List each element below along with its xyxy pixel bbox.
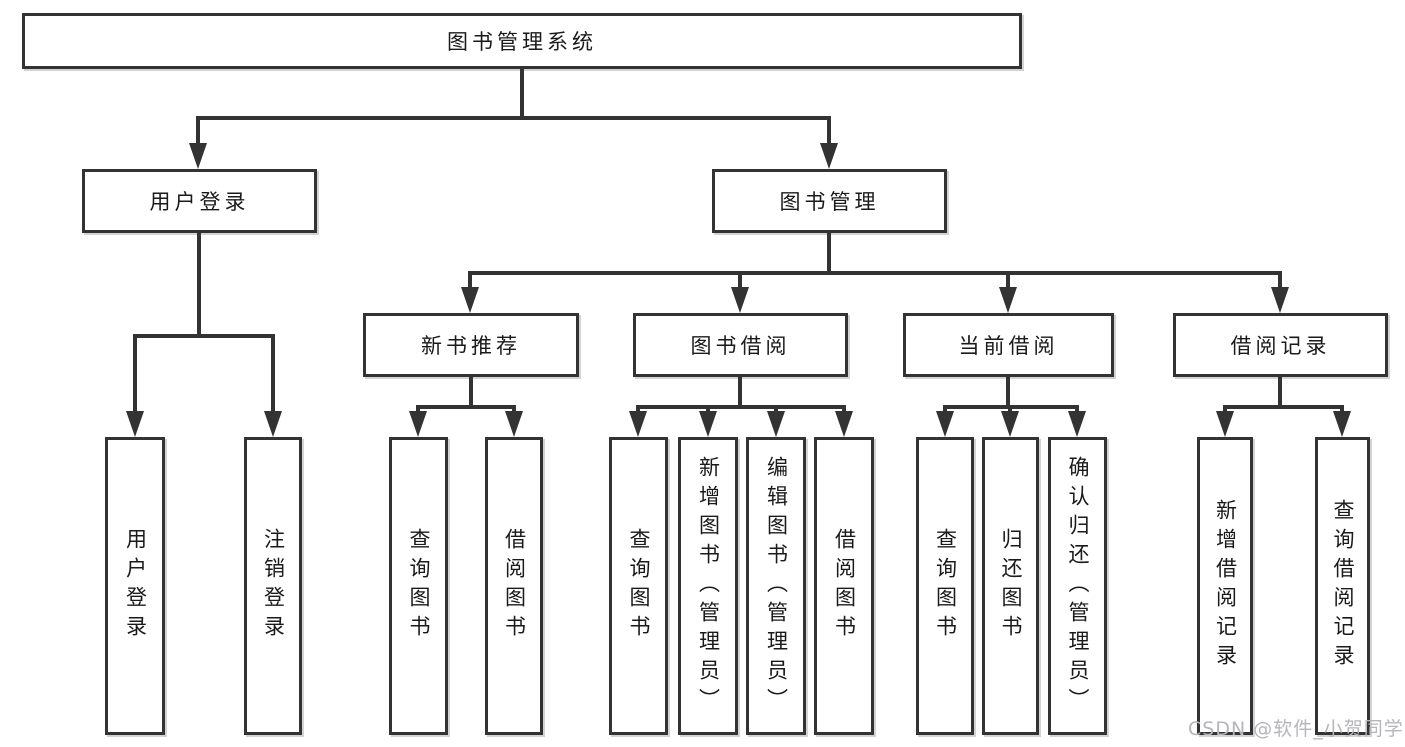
connector-line [636,405,640,414]
connector-line [196,116,831,120]
leaf-add-borrow-record: 新增借阅记录 [1197,437,1253,735]
connector-line [1006,271,1010,290]
arrowhead-down-icon [1333,411,1351,437]
arrowhead-down-icon [264,411,282,437]
leaf-borrow-books-borrowing: 借阅图书 [814,437,874,735]
arrowhead-down-icon [461,287,479,313]
arrowhead-down-icon [189,143,207,169]
connector-line [416,405,516,409]
connector-line [468,271,1282,275]
leaf-confirm-return-admin: 确认归还（管理员） [1048,437,1107,735]
arrowhead-down-icon [699,411,717,437]
arrowhead-down-icon [505,411,523,437]
connector-line [842,405,846,414]
leaf-logout: 注销登录 [244,437,302,735]
connector-line [738,375,742,408]
connector-line [738,271,742,290]
arrowhead-down-icon [820,143,838,169]
arrowhead-down-icon [1068,411,1086,437]
node-book-borrowing: 图书借阅 [633,313,848,377]
connector-line [706,405,710,414]
connector-line [520,66,524,119]
leaf-add-book-admin: 新增图书（管理员） [678,437,738,735]
connector-line [827,231,831,275]
leaf-user-login: 用户登录 [105,437,165,735]
arrowhead-down-icon [936,411,954,437]
arrowhead-down-icon [409,411,427,437]
connector-line [636,405,846,409]
node-borrowing-records: 借阅记录 [1173,313,1388,377]
arrowhead-down-icon [629,411,647,437]
arrowhead-down-icon [1001,411,1019,437]
arrowhead-down-icon [1271,287,1289,313]
connector-line [133,334,275,338]
node-library-system: 图书管理系统 [22,13,1022,69]
watermark-csdn: CSDN @软件_小贺同学 [1188,718,1404,740]
connector-line [196,116,200,146]
node-current-borrowing: 当前借阅 [903,313,1114,377]
leaf-query-books-current: 查询图书 [916,437,974,735]
connector-line [1075,405,1079,414]
connector-line [1008,405,1012,414]
leaf-query-borrow-record: 查询借阅记录 [1315,437,1370,735]
arrowhead-down-icon [999,287,1017,313]
connector-line [271,334,275,414]
connector-line [197,231,201,338]
leaf-borrow-books-recommend: 借阅图书 [485,437,543,735]
leaf-query-books-recommend: 查询图书 [389,437,448,735]
connector-line [1006,375,1010,408]
leaf-return-book: 归还图书 [982,437,1039,735]
connector-line [133,334,137,414]
leaf-query-books-borrowing: 查询图书 [609,437,668,735]
arrowhead-down-icon [767,411,785,437]
connector-line [1278,271,1282,290]
connector-line [1223,405,1227,414]
connector-line [1340,405,1344,414]
connector-line [774,405,778,414]
arrowhead-down-icon [731,287,749,313]
connector-line [943,405,947,414]
connector-line [416,405,420,414]
connector-line [1223,405,1343,409]
connector-line [1278,375,1282,408]
arrowhead-down-icon [835,411,853,437]
node-new-book-recommend: 新书推荐 [363,313,579,377]
connector-line [468,271,472,290]
node-user-login: 用户登录 [82,169,317,233]
connector-line [469,375,473,408]
leaf-edit-book-admin: 编辑图书（管理员） [746,437,806,735]
arrowhead-down-icon [1216,411,1234,437]
connector-line [512,405,516,414]
connector-line [827,116,831,146]
node-book-management: 图书管理 [712,169,947,233]
arrowhead-down-icon [126,411,144,437]
